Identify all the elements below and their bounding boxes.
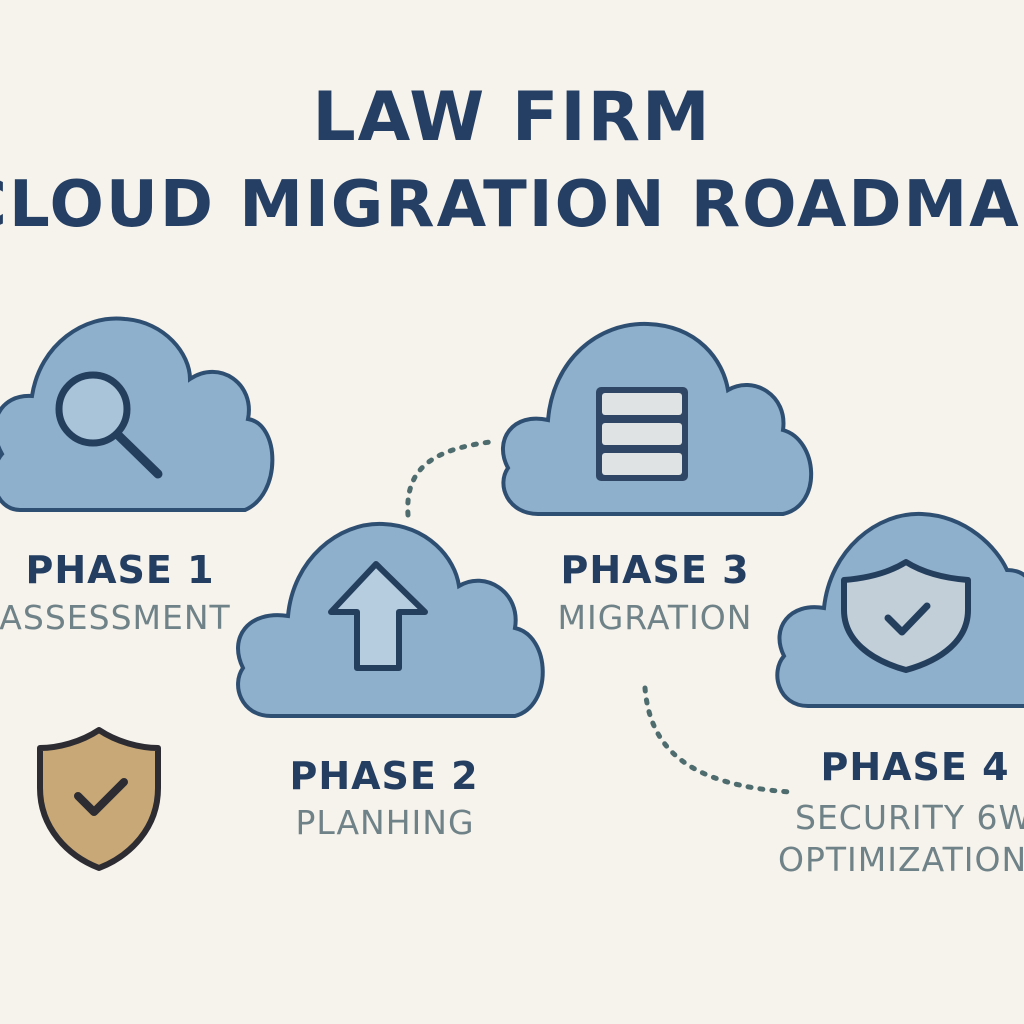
phase-4-name-line-2: OPTIMIZATION	[778, 840, 1024, 879]
shield-check-icon	[841, 559, 971, 673]
phase-4-label: PHASE 4	[820, 745, 1010, 789]
phase-3-name: MIGRATION	[557, 598, 753, 637]
magnifying-glass-icon	[55, 371, 163, 479]
phase-4-name-line-1: SECURITY 6W	[795, 798, 1024, 837]
cloud-phase-2	[233, 520, 549, 722]
server-stack-icon	[596, 387, 688, 481]
title-line-1: LAW FIRM	[312, 78, 712, 157]
phase-1-label: PHASE 1	[25, 548, 215, 592]
cloud-phase-3	[498, 320, 818, 520]
phase-1-name: ASSESSMENT	[0, 598, 231, 637]
cloud-phase-1	[0, 314, 280, 520]
phase-2-label: PHASE 2	[289, 754, 479, 798]
phase-2-name: PLANHING	[295, 803, 475, 842]
connector-phase3-to-phase4	[642, 685, 793, 795]
upload-arrow-icon	[328, 561, 428, 671]
connector-phase2-to-phase3	[405, 439, 493, 518]
cloud-phase-4	[772, 510, 1024, 710]
phase-3-label: PHASE 3	[560, 548, 750, 592]
title-line-2: CLOUD MIGRATION ROADMAP	[0, 168, 1024, 242]
gold-shield-check-icon	[32, 724, 166, 878]
